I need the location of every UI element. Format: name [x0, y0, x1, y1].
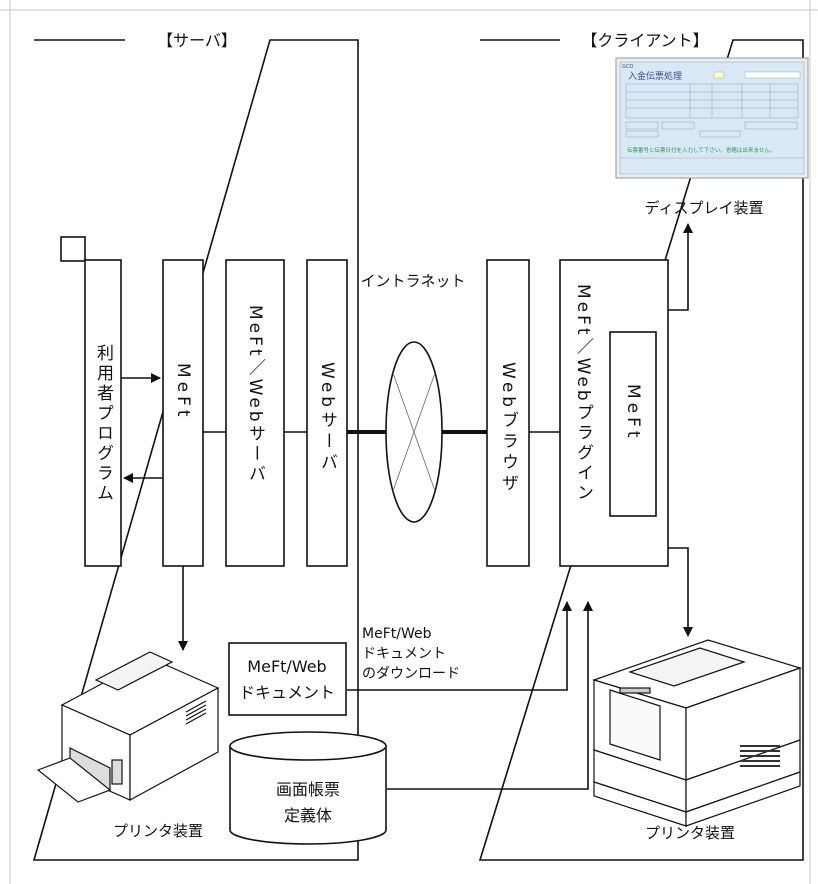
- display-hint: 伝票番号と伝票日付を入力して下さい。省略は出来ません。: [627, 146, 775, 154]
- download-label-line1: MeFt/Web: [362, 626, 432, 642]
- definition-db-line1: 画面帳票: [276, 780, 340, 799]
- display-corner-label: GCD: [622, 64, 633, 70]
- meft-box: [162, 259, 204, 567]
- web-server-label: Webサーバ: [317, 362, 337, 474]
- meft-web-server-label: MeFt／Webサーバ: [245, 305, 266, 485]
- meft-web-plugin-label: MeFt／Webプラグイン: [573, 284, 594, 504]
- definition-db-line2: 定義体: [284, 806, 332, 825]
- corner-marker: [60, 236, 86, 262]
- client-printer-label: プリンタ装置: [645, 824, 735, 842]
- client-meft-box: [609, 331, 657, 517]
- client-title: 【クライアント】: [581, 31, 708, 50]
- definition-database: [229, 731, 387, 845]
- client-meft-label: MeFt: [623, 384, 643, 442]
- client-region: 【クライアント】: [478, 31, 804, 861]
- server-region: 【サーバ】: [32, 31, 359, 861]
- client-printer-icon: [592, 639, 802, 827]
- connectors: [121, 223, 693, 790]
- display-device: GCD 入金伝票処理 伝票番号と伝票日付を入力して下さい。省略は出来ません。: [615, 57, 809, 179]
- intranet-label: イントラネット: [360, 272, 465, 290]
- meft-web-server-box: [225, 259, 285, 567]
- web-browser-label: Webブラウザ: [498, 362, 518, 495]
- web-browser-box: [486, 259, 530, 567]
- download-label-line3: のダウンロード: [362, 666, 460, 682]
- document-box-line1: MeFt/Web: [247, 657, 326, 676]
- document-box: [228, 642, 347, 716]
- web-server-box: [306, 259, 348, 567]
- meft-label: MeFt: [173, 363, 193, 421]
- display-device-label: ディスプレイ装置: [645, 199, 764, 217]
- server-title: 【サーバ】: [157, 31, 237, 50]
- intranet-ellipse: [385, 341, 443, 523]
- server-printer-label: プリンタ装置: [113, 822, 203, 840]
- document-box-line2: ドキュメント: [239, 683, 335, 702]
- display-screen-title: 入金伝票処理: [628, 70, 682, 82]
- download-label-line2: ドキュメント: [362, 646, 446, 662]
- user-program-box: [84, 259, 122, 567]
- server-printer-icon: [36, 651, 220, 803]
- user-program-label: 利用者プログラム: [93, 344, 114, 504]
